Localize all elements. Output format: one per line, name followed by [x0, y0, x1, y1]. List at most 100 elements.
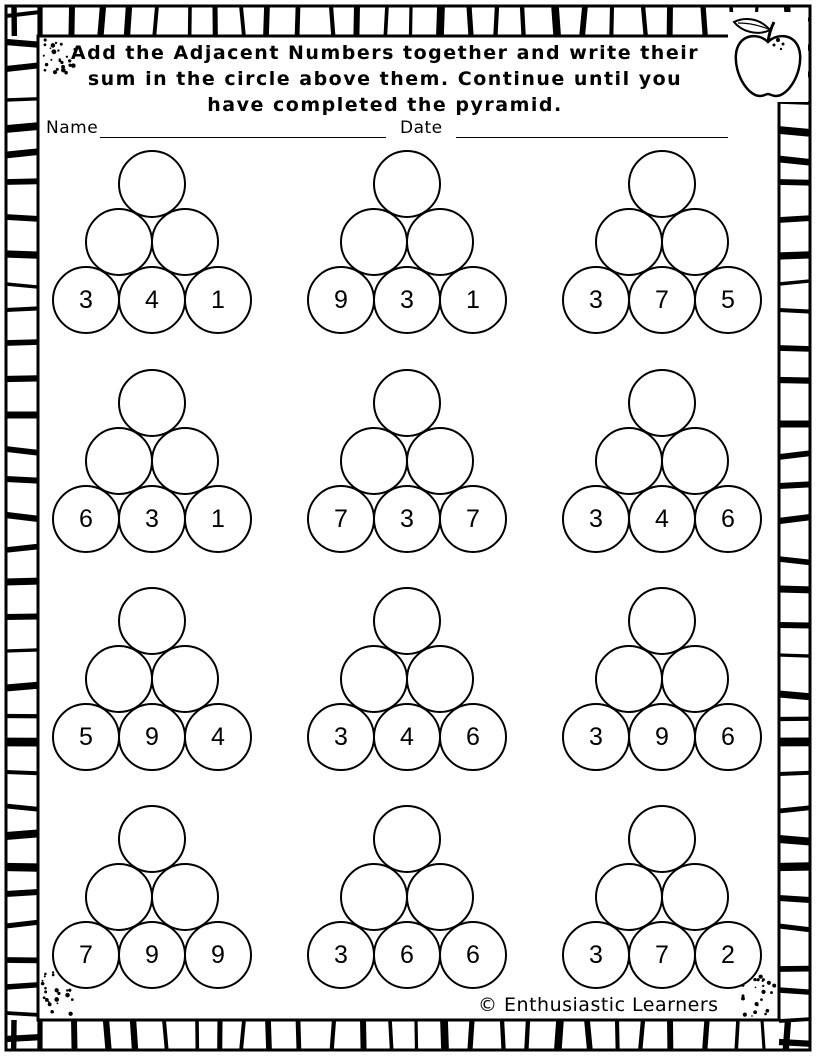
border-stripe: [778, 835, 811, 846]
name-field[interactable]: [100, 137, 386, 138]
base-circle-right: 4: [184, 703, 252, 771]
middle-circle-right[interactable]: [151, 427, 219, 495]
speckle-dot: [44, 972, 47, 976]
speckle-dot: [47, 1002, 52, 1007]
speckle-dot: [51, 971, 55, 974]
speckle-dot: [43, 38, 47, 42]
top-circle[interactable]: [118, 587, 186, 655]
middle-circle-right[interactable]: [661, 863, 729, 931]
border-stripe: [353, 5, 361, 37]
middle-circle-right[interactable]: [406, 645, 474, 713]
border-stripe: [5, 982, 39, 990]
top-circle[interactable]: [628, 369, 696, 437]
top-circle[interactable]: [628, 805, 696, 873]
top-circle[interactable]: [373, 587, 441, 655]
instructions: Add the Adjacent Numbers together and wr…: [40, 40, 730, 118]
border-stripe: [5, 178, 39, 185]
speckle-dot: [73, 48, 77, 51]
border-stripe: [551, 5, 561, 37]
top-circle[interactable]: [118, 150, 186, 218]
middle-circle-right[interactable]: [406, 208, 474, 276]
border-stripe: [778, 690, 811, 701]
border-stripe: [68, 5, 75, 37]
pyramid-2: 9 3 1: [307, 150, 507, 338]
border-stripe: [614, 1019, 620, 1051]
base-circle-left: 3: [307, 703, 375, 771]
middle-circle-left[interactable]: [85, 645, 153, 713]
border-stripe: [388, 1019, 394, 1051]
speckle-dot: [44, 990, 48, 994]
border-stripe: [440, 1019, 449, 1051]
base-circle-middle: 3: [373, 266, 441, 334]
top-circle[interactable]: [118, 369, 186, 437]
middle-circle-right[interactable]: [406, 863, 474, 931]
base-circle-middle: 3: [373, 485, 441, 553]
middle-circle-right[interactable]: [151, 208, 219, 276]
speckle-dot: [57, 991, 61, 996]
name-label: Name: [46, 118, 99, 138]
speckle-dot: [751, 1015, 753, 1017]
border-stripe: [5, 97, 39, 102]
speckle-dot: [57, 49, 60, 52]
middle-circle-left[interactable]: [85, 427, 153, 495]
middle-circle-right[interactable]: [661, 427, 729, 495]
middle-circle-left[interactable]: [595, 863, 663, 931]
top-circle[interactable]: [118, 805, 186, 873]
date-field[interactable]: [456, 137, 728, 138]
top-circle[interactable]: [373, 150, 441, 218]
top-circle[interactable]: [373, 805, 441, 873]
copyright-text: © Enthusiastic Learners: [478, 994, 719, 1016]
middle-circle-left[interactable]: [340, 645, 408, 713]
middle-circle-right[interactable]: [661, 645, 729, 713]
speckle-dot: [44, 986, 47, 990]
speckle-dot: [742, 1012, 747, 1017]
border-stripe: [263, 5, 270, 37]
base-circle-middle: 4: [373, 703, 441, 771]
middle-circle-right[interactable]: [406, 427, 474, 495]
speckle-dot: [68, 63, 72, 67]
speckle-dot: [43, 975, 46, 978]
top-circle[interactable]: [373, 369, 441, 437]
border-stripe: [5, 769, 39, 776]
base-circle-middle: 7: [628, 921, 696, 989]
top-circle[interactable]: [628, 150, 696, 218]
date-label: Date: [400, 118, 443, 138]
pyramid-11: 3 6 6: [307, 805, 507, 993]
base-circle-left: 3: [562, 485, 630, 553]
border-stripe: [5, 577, 39, 586]
border-stripe: [584, 1019, 593, 1051]
speckle-dot: [58, 58, 61, 61]
pyramid-3: 3 7 5: [562, 150, 762, 338]
middle-circle-left[interactable]: [85, 208, 153, 276]
middle-circle-left[interactable]: [595, 645, 663, 713]
speckle-dot: [43, 43, 47, 47]
border-stripe: [329, 1019, 337, 1051]
border-stripe: [5, 38, 39, 48]
middle-circle-left[interactable]: [340, 208, 408, 276]
middle-circle-left[interactable]: [340, 863, 408, 931]
base-circle-right: 7: [439, 485, 507, 553]
border-stripe: [5, 648, 39, 653]
middle-circle-left[interactable]: [340, 427, 408, 495]
apple-icon: [728, 12, 808, 102]
speckle-dot: [761, 984, 765, 988]
speckle-dot: [42, 54, 45, 57]
border-stripe: [436, 5, 445, 37]
border-stripe: [123, 5, 133, 37]
border-stripe: [102, 1019, 112, 1051]
border-stripe: [129, 1019, 139, 1051]
middle-circle-left[interactable]: [85, 863, 153, 931]
speckle-dot: [61, 64, 65, 69]
pyramid-9: 3 9 6: [562, 587, 762, 775]
border-stripe: [5, 375, 39, 383]
speckle-dot: [41, 979, 44, 982]
middle-circle-right[interactable]: [151, 863, 219, 931]
top-circle[interactable]: [628, 587, 696, 655]
middle-circle-right[interactable]: [661, 208, 729, 276]
border-stripe: [554, 1019, 564, 1051]
base-circle-middle: 4: [118, 266, 186, 334]
middle-circle-left[interactable]: [595, 427, 663, 495]
middle-circle-right[interactable]: [151, 645, 219, 713]
border-stripe: [778, 585, 811, 594]
middle-circle-left[interactable]: [595, 208, 663, 276]
